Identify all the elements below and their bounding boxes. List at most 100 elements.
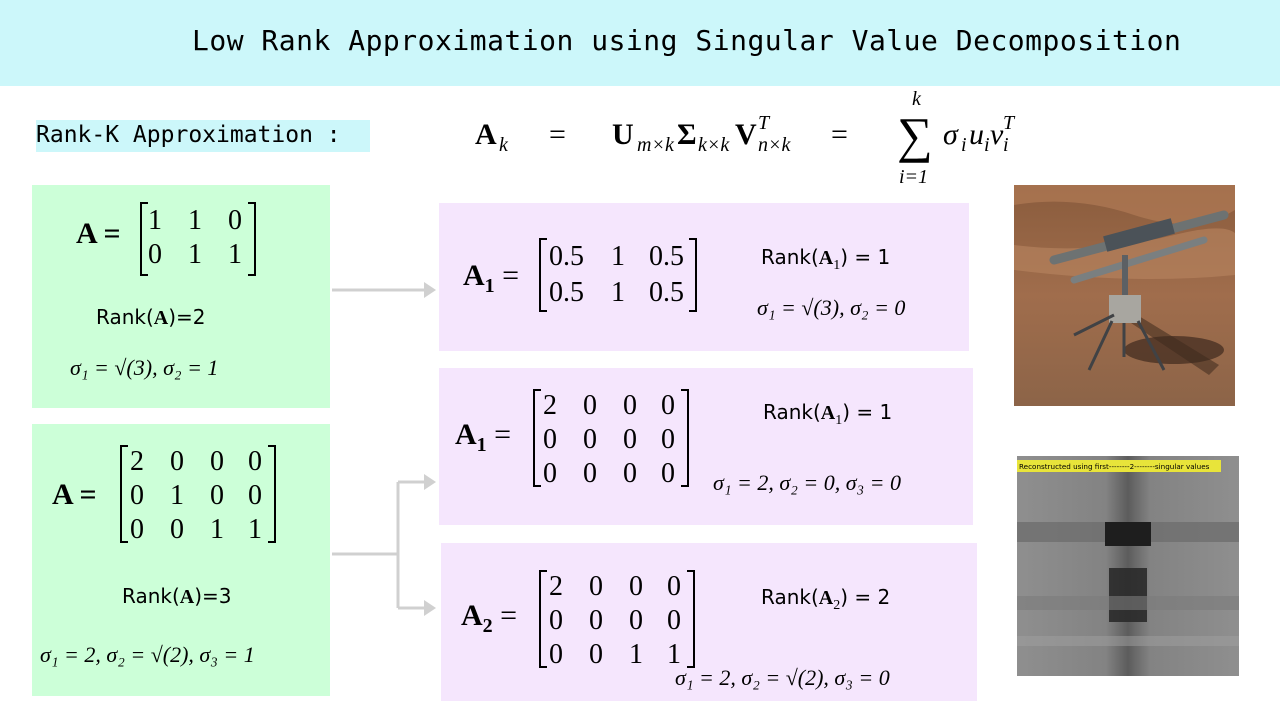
formula-lhs-sub: k — [499, 134, 508, 156]
matrix-cell: 0 — [549, 605, 563, 636]
matrix-cell: 0 — [170, 446, 184, 477]
rank-prefix: Rank( — [96, 305, 154, 329]
example2-approx2-box: A2 = 2 0 0 0 0 0 0 0 0 0 1 1 Rank(A2) = … — [441, 543, 977, 701]
example1-approx-sigmas: σ₁ = √(3), σ₂ = 0 — [757, 295, 906, 320]
matrix-cell: 0 — [667, 571, 681, 602]
matrix-cell: 0 — [589, 605, 603, 636]
rank-sub: 1 — [835, 413, 843, 428]
approx-label-main: A — [463, 259, 485, 292]
approx-label-sub: 1 — [476, 434, 487, 456]
matrix-cell: 1 — [188, 205, 202, 236]
matrix-cell: 0 — [549, 639, 563, 670]
example2-approx1-brackets — [533, 389, 689, 487]
approx-equals: = — [494, 418, 512, 451]
example2-approx2-label: A2 = — [461, 599, 517, 638]
matrix-cell: 0 — [629, 571, 643, 602]
approx-label-sub: 1 — [484, 275, 495, 297]
matrix-cell: 1 — [170, 480, 184, 511]
example2-approx2-rank: Rank(A2) = 2 — [761, 585, 890, 614]
matrix-cell: 1 — [611, 277, 625, 308]
matrix-cell: 1 — [228, 239, 242, 270]
matrix-cell: 0 — [170, 514, 184, 545]
rank-sub: 2 — [833, 598, 841, 613]
matrix-cell: 2 — [549, 571, 563, 602]
matrix-cell: 1 — [248, 514, 262, 545]
page-title: Low Rank Approximation using Singular Va… — [192, 24, 1182, 57]
example2-rank: Rank(A)=3 — [122, 584, 232, 609]
matrix-cell: 0 — [543, 424, 557, 455]
matrix-cell: 0 — [661, 424, 675, 455]
formula-term-v-sup: T — [1003, 112, 1015, 134]
matrix-cell: 0 — [623, 390, 637, 421]
example1-matrix-brackets — [140, 202, 256, 276]
matrix-cell: 0 — [248, 480, 262, 511]
helicopter-photo — [1014, 185, 1235, 406]
example2-approx1-rank: Rank(A1) = 1 — [763, 400, 892, 429]
matrix-cell: 0 — [661, 458, 675, 489]
formula-sum-top: k — [912, 88, 921, 110]
arrow-head-icon — [424, 282, 436, 298]
approx-label-main: A — [461, 599, 483, 632]
formula-term-v-sub: i — [1003, 134, 1009, 156]
matrix-cell: 0 — [589, 639, 603, 670]
example2-sigmas: σ₁ = 2, σ₂ = √(2), σ₃ = 1 — [40, 642, 255, 667]
rank-symbol: A — [818, 247, 834, 269]
matrix-cell: 1 — [629, 639, 643, 670]
matrix-cell: 1 — [667, 639, 681, 670]
rank-suffix: ) = 1 — [842, 400, 893, 424]
formula-v-sup: T — [758, 112, 770, 134]
example2-box: A = 2 0 0 0 0 1 0 0 0 0 1 1 Rank(A)=3 σ₁… — [32, 424, 330, 696]
matrix-cell: 0 — [148, 239, 162, 270]
matrix-cell: 0 — [623, 424, 637, 455]
matrix-cell: 0 — [130, 480, 144, 511]
approx-label-sub: 2 — [482, 615, 493, 637]
formula-equals-1: = — [549, 118, 566, 151]
matrix-cell: 0.5 — [549, 277, 584, 308]
approx-label-main: A — [455, 418, 477, 451]
rank-prefix: Rank( — [761, 245, 819, 269]
matrix-cell: 0 — [583, 458, 597, 489]
matrix-cell: 0 — [583, 424, 597, 455]
example1-approx-label: A1 = — [463, 259, 519, 298]
rank-symbol: A — [820, 402, 836, 424]
matrix-cell: 1 — [210, 514, 224, 545]
rank-prefix: Rank( — [763, 400, 821, 424]
connector-arrows — [332, 282, 436, 616]
rank-symbol: A — [153, 307, 169, 329]
arrow-head-icon — [424, 600, 436, 616]
reconstruction-caption-bg — [1017, 460, 1221, 472]
matrix-cell: 0 — [228, 205, 242, 236]
formula-lhs: A — [475, 118, 497, 151]
example2-approx2-brackets — [539, 570, 695, 668]
formula-equals-2: = — [831, 118, 848, 151]
matrix-cell: 0.5 — [549, 241, 584, 272]
example2-approx2-sigmas: σ₁ = 2, σ₂ = √(2), σ₃ = 0 — [675, 665, 890, 690]
reconstruction-caption: Reconstructed using first--------2------… — [1019, 462, 1210, 471]
matrix-cell: 0.5 — [649, 277, 684, 308]
arrow-branch — [332, 480, 426, 610]
matrix-cell: 0 — [543, 458, 557, 489]
formula-term-sigma: σ — [943, 118, 958, 151]
formula-v-sub: n×k — [758, 134, 791, 156]
formula-term-sigma-sub: i — [961, 134, 967, 156]
formula-u-sub: m×k — [637, 134, 674, 156]
rank-symbol: A — [179, 586, 195, 608]
matrix-cell: 2 — [543, 390, 557, 421]
formula-v: V — [735, 118, 757, 151]
formula-sum-bottom: i=1 — [899, 166, 929, 188]
formula-term-u: u — [969, 118, 984, 151]
matrix-cell: 0 — [130, 514, 144, 545]
matrix-cell: 0 — [248, 446, 262, 477]
formula-sigma-sub: k×k — [698, 134, 730, 156]
matrix-cell: 1 — [611, 241, 625, 272]
rank-suffix: )=2 — [168, 305, 206, 329]
matrix-cell: 0 — [667, 605, 681, 636]
arrow-head-icon — [424, 474, 436, 490]
rank-suffix: )=3 — [194, 584, 232, 608]
example1-box: A = 1 1 0 0 1 1 Rank(A)=2 σ₁ = √(3), σ₂ … — [32, 185, 330, 408]
approx-equals: = — [500, 599, 518, 632]
rank-prefix: Rank( — [122, 584, 180, 608]
example2-approx1-sigmas: σ₁ = 2, σ₂ = 0, σ₃ = 0 — [713, 470, 902, 495]
formula-u: U — [612, 118, 634, 151]
rank-suffix: ) = 2 — [840, 585, 891, 609]
